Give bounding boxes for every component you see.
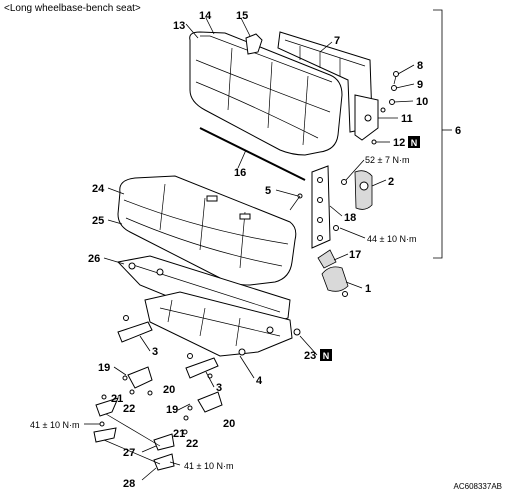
right-hinge-group	[182, 328, 301, 435]
callout-20-left: 20	[163, 384, 175, 396]
callout-22-right: 22	[186, 438, 198, 450]
callout-28: 28	[123, 478, 135, 490]
torque-spec-41-bottom: 41 ± 10 N·m	[184, 461, 233, 471]
svg-text:N: N	[323, 351, 330, 361]
torque-spec-52: 52 ± 7 N·m	[365, 155, 409, 165]
callout-15: 15	[236, 10, 248, 22]
callout-3-left: 3	[152, 346, 158, 358]
callout-12: 12	[393, 137, 405, 149]
callout-4: 4	[256, 375, 263, 387]
new-part-badge-23: N	[320, 349, 332, 361]
callout-14: 14	[199, 10, 212, 22]
callout-10: 10	[416, 96, 428, 108]
callout-labels: 13 14 15 7 8 9 10 11 12 6 16 2 5 18 17 1…	[88, 10, 461, 490]
callout-11: 11	[401, 113, 413, 125]
new-part-badge-12: N	[408, 136, 420, 148]
callout-7: 7	[334, 35, 340, 47]
callout-27: 27	[123, 447, 135, 459]
callout-26: 26	[88, 253, 100, 265]
callout-3-right: 3	[216, 382, 222, 394]
seatback-assembly	[189, 31, 379, 156]
torque-specs: 52 ± 7 N·m 44 ± 10 N·m 41 ± 10 N·m 41 ± …	[30, 155, 416, 471]
callout-13: 13	[173, 20, 185, 32]
callout-17: 17	[349, 249, 361, 261]
top-bolts	[371, 71, 399, 145]
svg-text:N: N	[411, 138, 418, 148]
torque-spec-41-left: 41 ± 10 N·m	[30, 420, 79, 430]
callout-21-right: 21	[173, 428, 185, 440]
torque-spec-44: 44 ± 10 N·m	[367, 234, 416, 244]
diagram-title: <Long wheelbase-bench seat>	[4, 3, 141, 14]
callout-21-left: 21	[111, 393, 123, 405]
left-hinge-group	[93, 315, 175, 471]
callout-18: 18	[344, 212, 356, 224]
callout-16: 16	[234, 167, 246, 179]
callout-19-left: 19	[98, 362, 110, 374]
callout-22-left: 22	[123, 403, 135, 415]
bottom-frame	[144, 291, 293, 357]
assembly-bracket	[433, 9, 443, 259]
callout-5: 5	[265, 185, 271, 197]
leader-lines	[84, 17, 415, 481]
callout-9: 9	[417, 79, 423, 91]
callout-23: 23	[304, 350, 316, 362]
rod-part	[199, 127, 306, 181]
callout-2: 2	[388, 176, 394, 188]
reference-code: AC608337AB	[454, 482, 502, 491]
callout-25: 25	[92, 215, 104, 227]
callout-20-right: 20	[223, 418, 235, 430]
callout-1: 1	[365, 283, 371, 295]
side-bracket-group	[289, 165, 373, 297]
callout-8: 8	[417, 60, 423, 72]
callout-19-right: 19	[166, 404, 178, 416]
callout-24: 24	[92, 183, 105, 195]
callout-6: 6	[455, 125, 461, 137]
